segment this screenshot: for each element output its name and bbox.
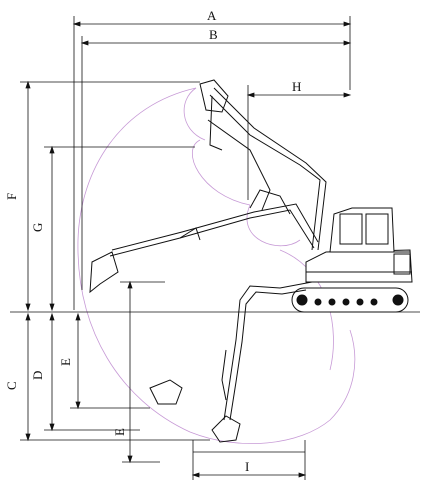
track-rollers <box>296 294 404 306</box>
bucket-reach-position <box>89 251 119 294</box>
inner-arc-3 <box>246 204 301 247</box>
inner-arc-2 <box>191 139 251 206</box>
cab-window <box>339 213 363 245</box>
cab-window-2 <box>365 213 389 245</box>
dimension-labels: A B H F G C D E E I <box>4 8 301 474</box>
max-reach-envelope-arc <box>77 87 356 445</box>
label-i: I <box>245 459 249 474</box>
label-g: G <box>30 223 45 232</box>
label-b: B <box>209 27 218 42</box>
inner-arc-1 <box>183 87 206 141</box>
boom-high-position <box>209 94 321 251</box>
label-e-lower: E <box>112 428 127 436</box>
label-e-upper: E <box>58 358 73 366</box>
crawler-track <box>291 287 409 313</box>
arm-positions <box>89 79 327 443</box>
boom-dig-position <box>223 281 313 421</box>
engine-cover <box>393 253 411 275</box>
bucket-dig-position <box>211 415 241 443</box>
bucket-lower-position <box>149 379 183 405</box>
boom-reach-position <box>109 209 315 257</box>
label-d: D <box>30 371 45 380</box>
dimension-lines <box>10 16 420 480</box>
label-h: H <box>292 79 301 94</box>
bucket-high-position <box>199 79 229 113</box>
label-a: A <box>207 8 217 23</box>
label-f: F <box>4 193 19 200</box>
excavator-body <box>291 207 413 313</box>
label-c: C <box>4 381 19 390</box>
